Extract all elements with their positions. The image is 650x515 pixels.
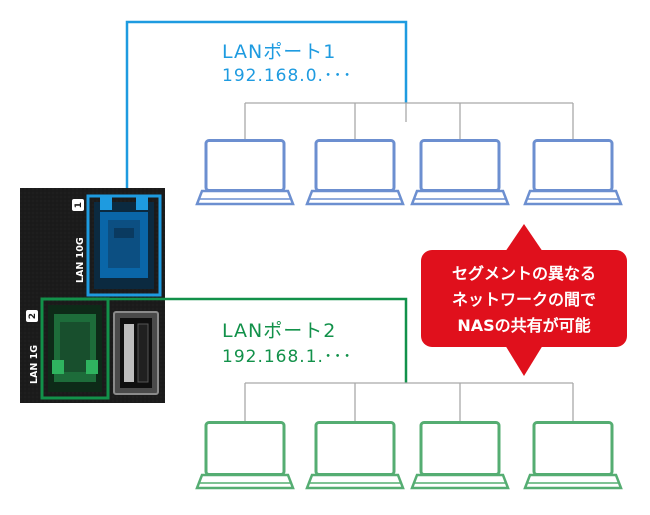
callout-line-1: セグメントの異なる [452,264,596,283]
lan-10g-label: LAN 10G [75,237,86,283]
callout-box [421,250,627,347]
lan2-connection-line [108,297,408,383]
port2-number: 2 [28,313,38,319]
callout-arrow-down [505,345,543,376]
port1-number: 1 [74,202,84,208]
laptop-icon [195,421,295,490]
laptop-icon [523,139,623,206]
lan2-title: LANポート2 [222,320,336,342]
laptop-icon [195,139,295,206]
lan1-ip: 192.168.0.･･･ [222,66,352,86]
laptop-icon [305,421,405,490]
callout-double-arrow: セグメントの異なる ネットワークの間で NASの共有が可能 [421,224,627,376]
callout-arrow-up [505,224,543,252]
laptop-icon [410,421,510,490]
callout-line-2: ネットワークの間で [452,290,596,309]
lan-1g-label: LAN 1G [29,345,40,384]
port1-number-badge [72,199,84,211]
lan2-ip: 192.168.1.･･･ [222,347,352,367]
lan1-laptops [195,139,623,206]
nas-rear-panel: LAN 10G 1 LAN 1G 2 [20,188,165,403]
lan-1g-port [40,297,110,400]
callout-line-3: NASの共有が可能 [457,316,590,335]
lan-10g-port [86,194,162,297]
laptop-icon [410,139,510,206]
lan1-connection-line [125,20,408,196]
usb-port [113,311,159,395]
laptop-icon [523,421,623,490]
laptop-icon [305,139,405,206]
port2-number-badge [26,310,38,322]
lan1-title: LANポート1 [222,41,336,63]
lan2-laptops [195,421,623,490]
lan1-tree [244,102,574,141]
lan2-tree [244,382,574,423]
